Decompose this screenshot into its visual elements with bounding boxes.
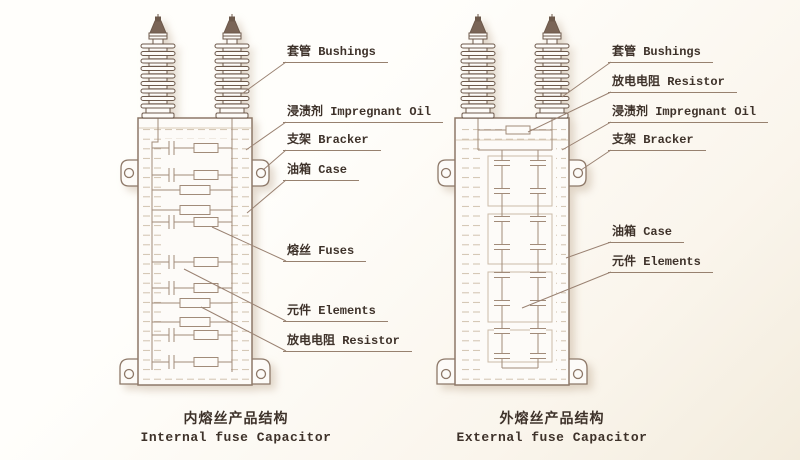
bushing-left (460, 13, 496, 119)
mounting-ear-left (120, 159, 139, 187)
leader-external-case (565, 241, 612, 259)
label-internal-bushings: 套管 Bushings (283, 46, 388, 63)
label-internal-fuses: 熔丝 Fuses (283, 245, 367, 262)
leader-external-resistor (527, 91, 612, 133)
leader-internal-oil (245, 121, 287, 151)
label-external-resistor: 放电电阻 Resistor (608, 76, 737, 93)
schematic-area (163, 139, 229, 373)
leader-internal-case (246, 179, 287, 214)
mounting-ear-right (251, 159, 270, 187)
internal-schematic (151, 118, 233, 372)
caption-internal: 内熔丝产品结构 Internal fuse Capacitor (86, 408, 386, 445)
label-external-bushings: 套管 Bushings (608, 46, 713, 63)
caption-internal-en: Internal fuse Capacitor (140, 430, 332, 445)
leader-external-oil (561, 121, 612, 151)
schematic-area (484, 148, 556, 372)
leader-internal-resistor (200, 306, 287, 352)
bushing-left (140, 13, 176, 119)
leader-external-elements (521, 271, 612, 309)
label-external-elements: 元件 Elements (608, 256, 713, 273)
foot-right (251, 358, 271, 385)
foot-left (436, 358, 456, 385)
internal-capacitor-diagram (119, 13, 271, 386)
caption-external: 外熔丝产品结构 External fuse Capacitor (402, 408, 702, 445)
leader-internal-bracket (262, 149, 287, 171)
label-internal-bracket: 支架 Bracker (283, 134, 381, 151)
label-internal-case: 油箱 Case (283, 164, 360, 181)
label-external-impregnant-oil: 浸渍剂 Impregnant Oil (608, 106, 769, 123)
label-external-bracket: 支架 Bracker (608, 134, 706, 151)
leader-internal-fuses (211, 226, 287, 262)
label-external-case: 油箱 Case (608, 226, 685, 243)
caption-external-zh: 外熔丝产品结构 (499, 412, 605, 428)
caption-internal-zh: 内熔丝产品结构 (183, 412, 289, 428)
caption-external-en: External fuse Capacitor (456, 430, 648, 445)
bushing-right (214, 13, 250, 119)
mounting-ear-left (437, 159, 456, 187)
external-capacitor-diagram (436, 13, 588, 386)
label-internal-elements: 元件 Elements (283, 305, 388, 322)
foot-left (119, 358, 139, 385)
bushing-right (534, 13, 570, 119)
external-schematic (477, 118, 553, 369)
label-internal-impregnant-oil: 浸渍剂 Impregnant Oil (283, 106, 444, 123)
label-internal-resistor: 放电电阻 Resistor (283, 335, 412, 352)
mounting-ear-right (568, 159, 587, 187)
leader-internal-bushings (242, 61, 287, 94)
leader-lines (183, 61, 612, 352)
leader-external-bracket (580, 149, 612, 171)
foot-right (568, 358, 588, 385)
leader-external-bushings (561, 61, 612, 98)
discharge-resistor (505, 125, 531, 135)
leader-internal-elements (183, 268, 287, 322)
